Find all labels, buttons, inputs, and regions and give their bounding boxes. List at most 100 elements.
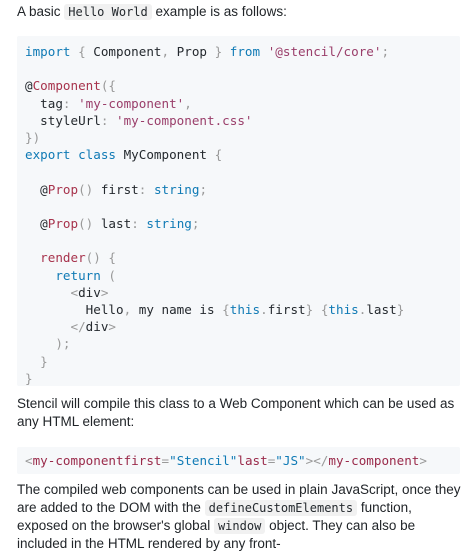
html-code-token: my-component: [328, 453, 420, 468]
code-token: my name is: [131, 302, 223, 318]
html-code: <my-componentfirst="Stencil"last="JS"></…: [17, 447, 460, 469]
code-token: }: [305, 302, 314, 318]
typescript-code-block: import { Component, Prop } from '@stenci…: [17, 36, 460, 386]
intro-paragraph: A basic Hello World example is as follow…: [17, 3, 465, 21]
code-token: );: [55, 336, 71, 352]
code-token: @: [25, 216, 48, 232]
code-token: first: [93, 181, 139, 197]
code-token: Prop: [176, 44, 208, 59]
code-token: [25, 250, 40, 265]
code-token: :: [138, 181, 154, 197]
code-line: Hello, my name is {this.first} {this.las…: [25, 302, 405, 318]
code-token: :: [62, 95, 79, 111]
code-token: div: [85, 319, 109, 335]
code-token: styleUrl: [25, 112, 101, 128]
code-token: () {: [85, 250, 117, 266]
code-token: Prop: [47, 181, 79, 197]
code-line: @Component({: [25, 78, 116, 93]
code-token: [260, 44, 268, 59]
code-token: <: [70, 284, 79, 300]
code-token: (: [100, 267, 117, 283]
code-token: }): [25, 130, 41, 146]
html-code-token: first: [123, 453, 162, 468]
code-token: [25, 268, 55, 283]
usage-text-2: function, exposed on the browser's globa…: [17, 500, 412, 533]
code-token: string: [146, 216, 192, 232]
code-line: </div>: [25, 319, 117, 335]
html-code-token: <: [25, 453, 33, 468]
code-token: ,: [184, 95, 192, 111]
inline-code-window: window: [213, 518, 266, 534]
code-token: [25, 354, 40, 369]
code-token: [313, 302, 321, 317]
typescript-code: import { Component, Prop } from '@stenci…: [17, 36, 460, 387]
html-code-token: "JS": [275, 453, 306, 468]
code-line: export class MyComponent {: [25, 147, 222, 162]
code-line: styleUrl: 'my-component.css': [25, 113, 252, 128]
code-token: import: [25, 44, 71, 59]
html-code-token: =: [267, 453, 276, 468]
code-token: .: [260, 302, 268, 318]
inline-code-define-custom-elements: defineCustomElements: [204, 500, 358, 516]
html-code-token: >: [419, 453, 427, 468]
code-token: MyComponent: [116, 147, 215, 163]
code-token: string: [153, 181, 200, 197]
code-token: export: [25, 147, 71, 163]
code-token: </: [70, 319, 86, 335]
code-token: >: [108, 319, 117, 335]
usage-paragraph: The compiled web components can be used …: [17, 481, 465, 553]
code-token: tag: [25, 95, 63, 111]
code-token: (): [78, 216, 94, 232]
code-token: >: [100, 284, 109, 300]
article-page: A basic Hello World example is as follow…: [17, 3, 465, 551]
code-token: this: [328, 302, 359, 318]
code-token: }: [396, 302, 405, 318]
code-token: last: [366, 302, 397, 318]
inline-code-hello-world: Hello World: [64, 4, 152, 20]
code-token: @: [25, 181, 48, 197]
code-line: import { Component, Prop } from '@stenci…: [25, 44, 389, 59]
code-token: {: [70, 44, 94, 59]
code-token: '@stencil/core': [267, 44, 382, 59]
code-token: last: [93, 216, 132, 232]
code-token: return: [55, 267, 101, 283]
intro-text-before: A basic: [17, 4, 65, 19]
code-line: render() {: [25, 250, 116, 265]
code-line: @Prop() last: string;: [25, 216, 199, 231]
code-token: ;: [191, 216, 200, 232]
code-token: @: [25, 78, 33, 94]
code-token: render: [40, 250, 86, 266]
code-token: ;: [199, 181, 208, 197]
code-token: div: [78, 284, 101, 300]
code-line: return (: [25, 268, 116, 283]
html-code-block: <my-componentfirst="Stencil"last="JS"></…: [17, 447, 460, 474]
code-token: [71, 147, 79, 162]
code-token: [25, 319, 71, 334]
code-token: .: [358, 302, 367, 318]
code-token: {: [222, 302, 230, 318]
code-token: Hello: [25, 302, 124, 318]
html-code-token: ></: [305, 453, 329, 468]
compile-paragraph: Stencil will compile this class to a Web…: [17, 396, 455, 429]
code-token: from: [229, 44, 261, 59]
html-code-token: "Stencil": [169, 453, 238, 468]
code-token: :: [131, 216, 147, 232]
html-code-token: last: [237, 453, 268, 468]
code-token: }: [207, 44, 230, 59]
intro-text-after: example is as follows:: [151, 4, 287, 19]
usage-text-1: The compiled web components can be used …: [17, 482, 461, 515]
code-token: }: [40, 353, 48, 369]
code-token: 'my-component.css': [116, 112, 253, 128]
code-token: [25, 285, 71, 300]
html-code-token: my-component: [32, 453, 124, 468]
code-token: ({: [100, 78, 117, 94]
html-code-line: <my-componentfirst="Stencil"last="JS"></…: [25, 453, 427, 468]
html-code-token: =: [161, 453, 170, 468]
code-line: }: [25, 354, 48, 369]
code-line: }: [25, 371, 33, 386]
code-token: [25, 336, 55, 351]
code-token: first: [267, 302, 306, 318]
code-line: <div>: [25, 284, 109, 300]
code-token: 'my-component': [78, 95, 185, 111]
code-token: {: [214, 147, 223, 163]
